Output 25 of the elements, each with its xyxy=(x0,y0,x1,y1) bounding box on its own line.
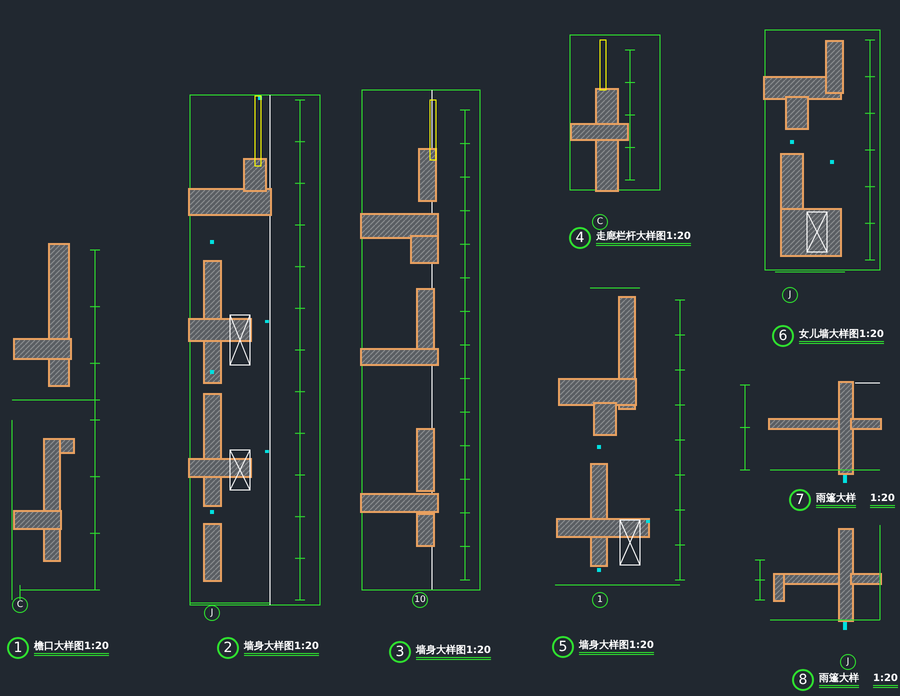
detail-title: 走廊栏杆大样图1:20 xyxy=(596,230,691,246)
detail-number-tag: 2 xyxy=(217,637,239,659)
detail-title: 檐口大样图1:20 xyxy=(34,640,109,656)
axis-bubble: C xyxy=(12,597,28,613)
detail-number-tag: 3 xyxy=(389,641,411,663)
detail-number-tag: 7 xyxy=(789,489,811,511)
detail-title: 雨篷大样 xyxy=(816,492,856,508)
detail-title: 雨篷大样 xyxy=(819,672,859,688)
detail-number-tag: 4 xyxy=(569,227,591,249)
detail-number-tag: 8 xyxy=(792,669,814,691)
detail-number-tag: 6 xyxy=(772,325,794,347)
axis-bubble: J xyxy=(204,605,220,621)
scale-label: 1:20 xyxy=(873,672,898,688)
detail-title: 墙身大样图1:20 xyxy=(579,639,654,655)
axis-bubble: J xyxy=(782,287,798,303)
axis-bubble: 1 xyxy=(592,592,608,608)
axis-bubble: C xyxy=(592,214,608,230)
axis-bubble: 10 xyxy=(412,592,428,608)
detail-title: 墙身大样图1:20 xyxy=(416,644,491,660)
scale-label: 1:20 xyxy=(870,492,895,508)
detail-number-tag: 5 xyxy=(552,636,574,658)
detail-title: 墙身大样图1:20 xyxy=(244,640,319,656)
detail-number-tag: 1 xyxy=(7,637,29,659)
detail-title: 女儿墙大样图1:20 xyxy=(799,328,884,344)
axis-bubble: J xyxy=(840,654,856,670)
